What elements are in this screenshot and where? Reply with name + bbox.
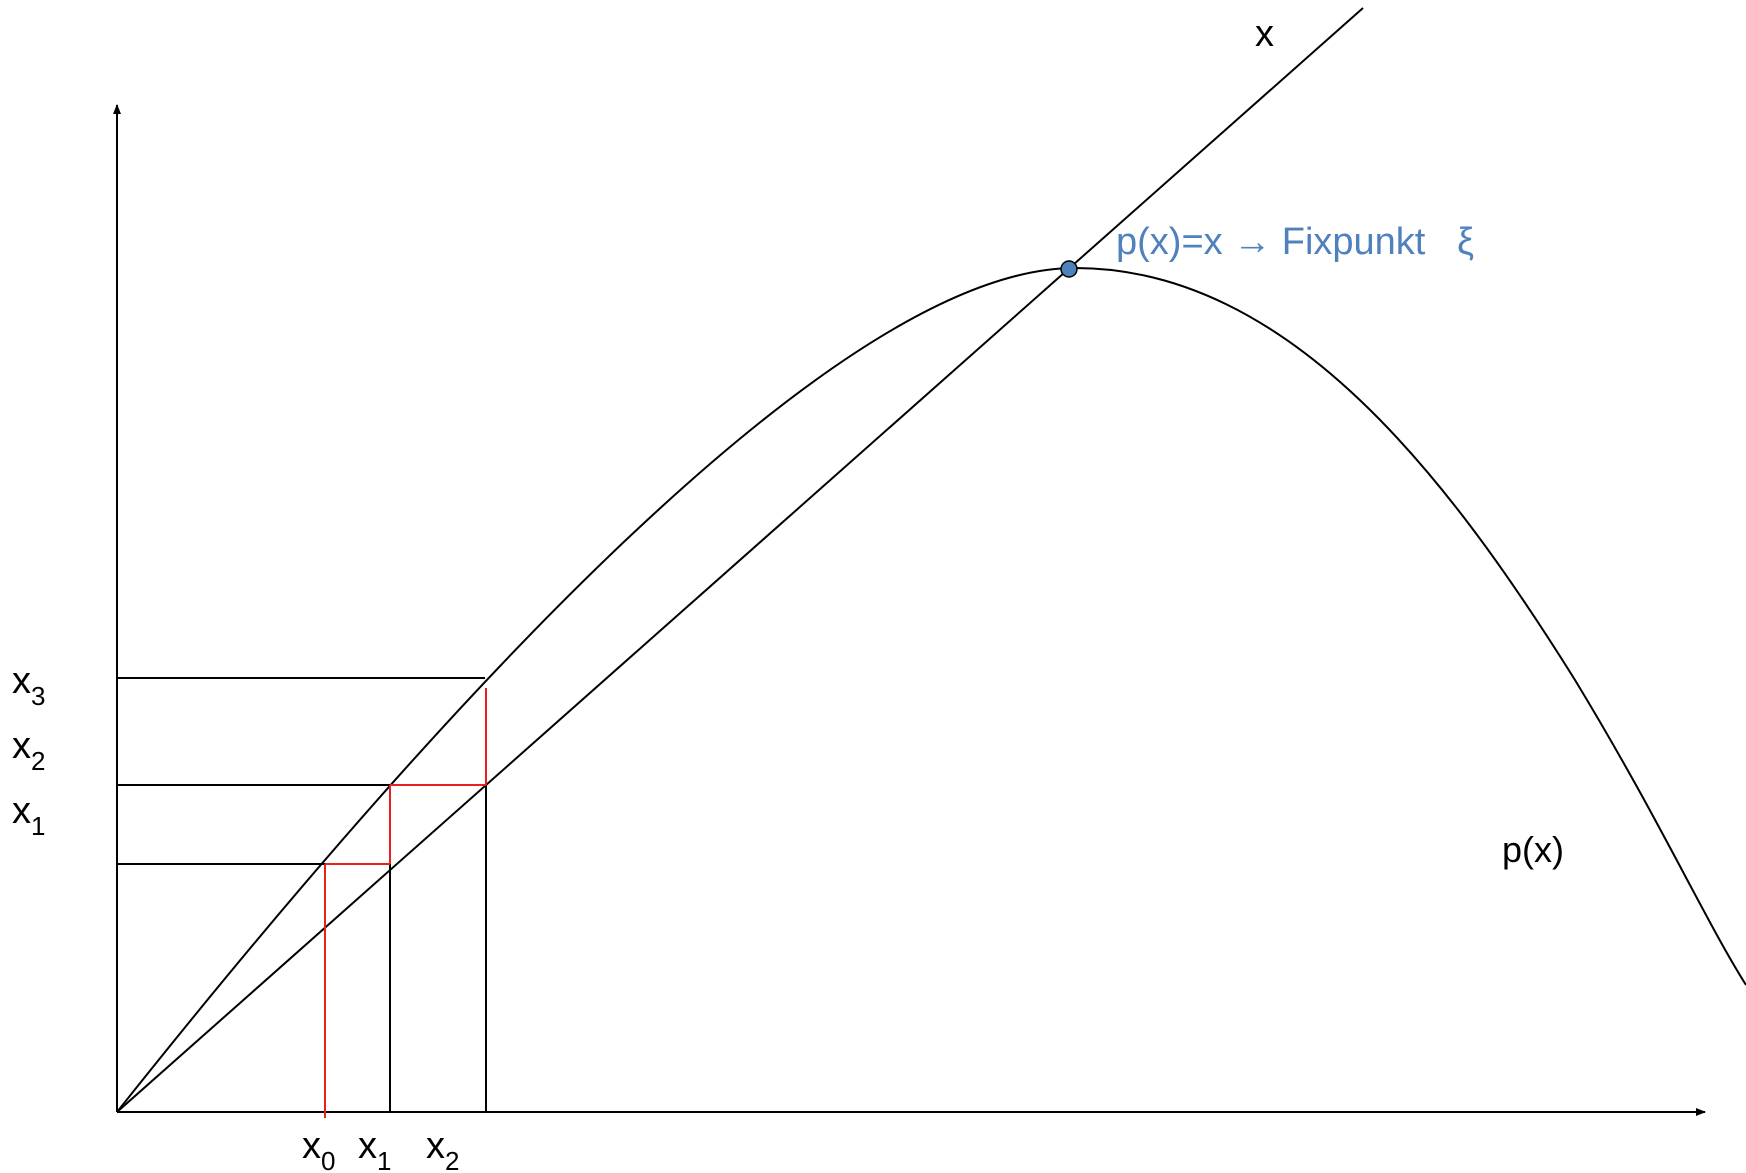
iteration-steps [324,688,487,1118]
curve-p [116,266,1746,1113]
y-label-x1: x1 [12,790,45,841]
x-label-x0: x0 [302,1125,335,1173]
x-label-x2: x2 [426,1125,459,1173]
curve-label: p(x) [1502,829,1564,870]
fixpoint-dot [1060,260,1078,278]
x-label-x1: x1 [358,1125,391,1173]
y-label-x2: x2 [12,725,45,776]
y-label-x3: x3 [12,660,45,711]
identity-line-label: x [1255,13,1274,55]
identity-line [116,7,1364,1113]
fixpoint-annotation: p(x)=x → Fixpunkt ξ [1116,221,1474,263]
